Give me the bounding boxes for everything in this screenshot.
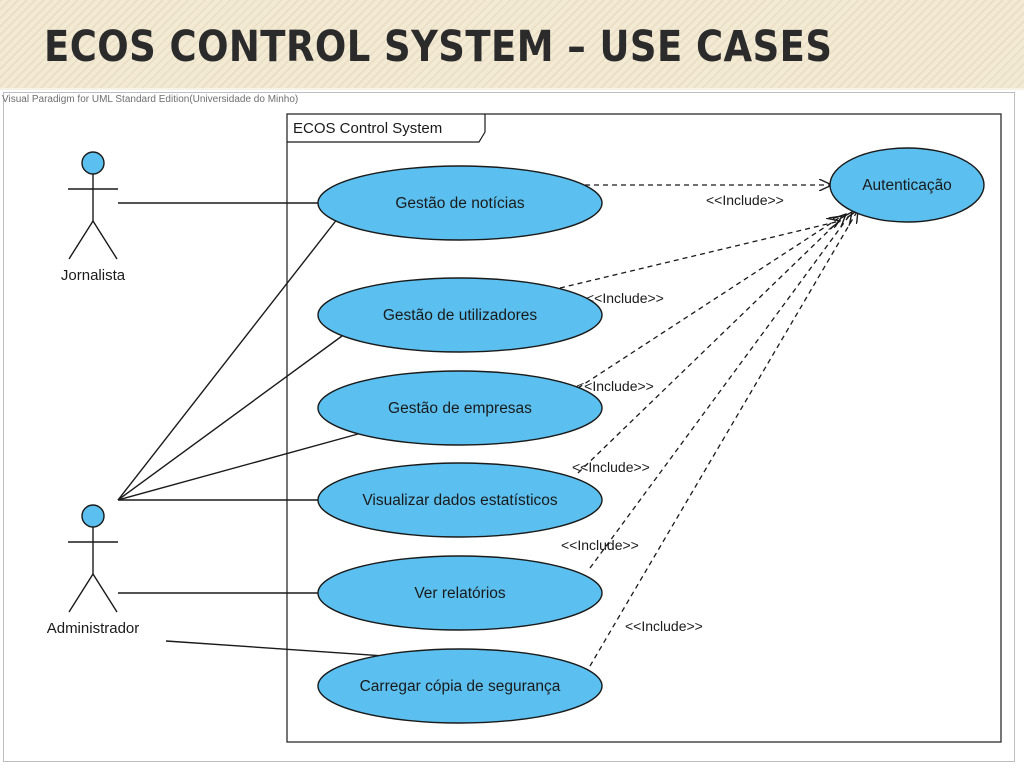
include-lines: [559, 185, 858, 667]
slide-title: ECOS CONTROL SYSTEM – USE CASES: [44, 22, 833, 72]
include-line-seguranca: [589, 210, 858, 667]
use-case-label: Visualizar dados estatísticos: [362, 492, 558, 509]
actor-label: Administrador: [47, 620, 140, 637]
diagram-area: Visual Paradigm for UML Standard Edition…: [0, 90, 1024, 768]
actor-left-leg: [68, 220, 94, 260]
use-case-label: Autenticação: [862, 177, 952, 194]
use-case-ellipse: [317, 277, 603, 353]
association-administrador-noticias: [117, 217, 339, 501]
association-lines: [117, 202, 386, 657]
use-case-label: Ver relatórios: [414, 585, 506, 602]
include-line-estatisticos: [577, 214, 846, 474]
use-case-estatisticos: Visualizar dados estatísticos: [317, 462, 603, 538]
system-name: ECOS Control System: [293, 120, 442, 137]
use-case-label: Gestão de notícias: [395, 195, 524, 212]
association-administrador-seguranca: [165, 640, 386, 657]
include-label-relatorios: <<Include>>: [561, 537, 639, 553]
use-case-ellipse: [317, 462, 603, 538]
actor-label: Jornalista: [61, 267, 126, 284]
association-administrador-utilizadores: [117, 335, 343, 501]
actor-head: [81, 504, 105, 528]
include-label-seguranca: <<Include>>: [625, 618, 703, 634]
use-case-utilizadores: Gestão de utilizadores: [317, 277, 603, 353]
use-case-noticias: Gestão de notícias: [317, 165, 603, 241]
use-case-ellipse: [317, 165, 603, 241]
include-line-empresas: [577, 216, 842, 389]
actor-right-leg: [92, 220, 118, 260]
include-line-relatorios: [589, 212, 852, 569]
diagram-frame: [3, 92, 1015, 762]
use-case-label: Carregar cópia de segurança: [360, 678, 561, 695]
actor-jornalista: Jornalista: [61, 151, 126, 284]
use-case-label: Gestão de utilizadores: [383, 307, 537, 324]
include-label-noticias: <<Include>>: [706, 192, 784, 208]
use-case-seguranca: Carregar cópia de segurança: [317, 648, 603, 724]
title-banner: [0, 0, 1024, 88]
association-administrador-empresas: [117, 433, 359, 501]
tool-caption: Visual Paradigm for UML Standard Edition…: [2, 94, 299, 105]
include-line-utilizadores: [559, 221, 840, 289]
use-case-label: Gestão de empresas: [388, 400, 532, 417]
use-case-ellipse: [317, 555, 603, 631]
actor-administrador: Administrador: [47, 504, 140, 637]
use-case-relatorios: Ver relatórios: [317, 555, 603, 631]
use-case-ellipse: [317, 370, 603, 446]
system-boundary: [286, 113, 1002, 743]
include-label-utilizadores: <<Include>>: [586, 290, 664, 306]
include-labels: <<Include>> <<Include>> <<Include>> <<Inclu…: [561, 192, 784, 634]
use-case-ellipse: [317, 648, 603, 724]
actor-head: [81, 151, 105, 175]
use-case-ellipse: [829, 147, 985, 223]
include-label-empresas: <<Include>>: [576, 378, 654, 394]
actor-left-leg: [68, 573, 94, 613]
use-case-empresas: Gestão de empresas: [317, 370, 603, 446]
system-name-tab: [287, 114, 486, 143]
actor-right-leg: [92, 573, 118, 613]
use-case-diagram: ECOS Control System <<Include>><<Include…: [47, 113, 1002, 743]
include-label-estatisticos: <<Include>>: [572, 459, 650, 475]
use-case-autenticacao: Autenticação: [829, 147, 985, 223]
